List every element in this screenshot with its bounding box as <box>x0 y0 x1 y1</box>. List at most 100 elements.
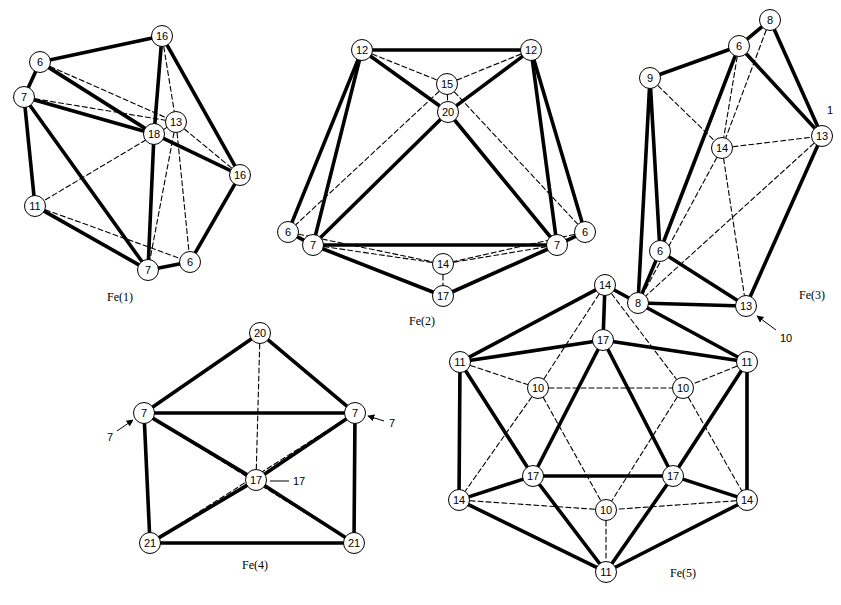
atom-circle: 20 <box>249 322 271 344</box>
atom-circle: 13 <box>735 295 757 317</box>
hidden-bond <box>724 57 737 137</box>
atom-circle: 17 <box>592 329 614 351</box>
polyhedron-label: Fe(5) <box>669 567 697 580</box>
atom-circle: 17 <box>522 465 544 487</box>
hidden-bond <box>605 521 606 561</box>
atom-circle: 10 <box>527 377 549 399</box>
bond-edge <box>195 185 234 253</box>
atom-circle: 17 <box>245 469 267 491</box>
bond-edge <box>455 121 550 237</box>
bond-edge <box>155 411 344 415</box>
atom-number: 13 <box>740 301 752 312</box>
atom-circle: 10 <box>595 499 617 521</box>
callout-number: 1 <box>826 104 834 116</box>
atom-circle: 7 <box>546 234 568 256</box>
atom-circle: 11 <box>736 351 758 373</box>
atom-circle: 8 <box>627 292 649 314</box>
atom-circle: 14 <box>594 274 616 296</box>
atom-circle: 21 <box>139 532 161 554</box>
bond-edge <box>145 424 150 532</box>
hidden-bond <box>643 158 717 294</box>
hidden-bond <box>543 398 600 501</box>
bond-edge <box>683 479 736 496</box>
atom-circle: 16 <box>151 25 173 47</box>
atom-number: 10 <box>532 383 544 394</box>
atom-circle: 14 <box>432 253 454 275</box>
atom-number: 13 <box>170 117 182 128</box>
hidden-bond <box>150 133 174 259</box>
atom-circle: 13 <box>165 111 187 133</box>
atom-number: 7 <box>352 408 358 419</box>
bond-edge <box>35 100 144 131</box>
atom-circle: 11 <box>595 561 617 583</box>
bond-edge <box>746 54 814 128</box>
atom-number: 20 <box>254 328 266 339</box>
bond-edge <box>155 47 161 123</box>
polyhedron-label: Fe(2) <box>408 315 436 328</box>
atom-number: 16 <box>156 31 168 42</box>
bond-edge <box>651 89 660 240</box>
polyhedron-label: Fe(3) <box>798 289 826 302</box>
bond-edge <box>750 146 817 296</box>
atom-number: 9 <box>647 73 653 84</box>
hidden-bond <box>442 275 443 285</box>
atom-number: 14 <box>741 495 753 506</box>
atom-circle: 6 <box>277 221 299 243</box>
hidden-bond <box>544 294 599 379</box>
hidden-bond <box>733 137 811 146</box>
bond-edge <box>457 57 522 106</box>
hidden-bond <box>159 419 345 537</box>
atom-number: 7 <box>145 265 151 276</box>
leader-line <box>270 481 289 482</box>
atom-number: 14 <box>453 495 465 506</box>
leader-arrow <box>368 416 384 421</box>
atom-number: 17 <box>250 475 262 486</box>
hidden-bond <box>256 344 259 469</box>
atom-circle: 6 <box>649 240 671 262</box>
atom-number: 14 <box>716 143 728 154</box>
bond-edge <box>268 340 346 406</box>
bond-edge <box>471 342 592 361</box>
bond-edge <box>153 339 251 407</box>
hidden-bond <box>549 387 672 388</box>
atom-circle: 6 <box>574 221 596 243</box>
bond-edge <box>612 485 666 563</box>
callout-number: 7 <box>106 431 114 443</box>
atom-circle: 14 <box>736 489 758 511</box>
hidden-bond <box>617 501 736 509</box>
atom-number: 10 <box>677 383 689 394</box>
atom-number: 10 <box>600 505 612 516</box>
bond-edge <box>371 56 439 105</box>
atom-circle: 6 <box>179 251 201 273</box>
atom-number: 7 <box>554 240 560 251</box>
atom-number: 6 <box>187 257 193 268</box>
atom-circle: 6 <box>29 51 51 73</box>
atom-circle: 12 <box>520 39 542 61</box>
bond-edge <box>567 237 575 241</box>
hidden-bond <box>726 30 766 137</box>
bond-edge <box>608 350 668 466</box>
hidden-bond <box>177 133 189 251</box>
bond-edge <box>534 61 582 222</box>
bond-edge <box>616 505 737 567</box>
bond-edge <box>540 485 600 563</box>
bond-edge <box>148 145 153 259</box>
atom-number: 8 <box>767 15 773 26</box>
bond-edge <box>164 139 230 171</box>
atom-circle: 7 <box>133 402 155 424</box>
bond-edge <box>373 48 520 52</box>
atom-number: 6 <box>657 246 663 257</box>
atom-circle: 11 <box>24 195 46 217</box>
bond-edge <box>30 106 141 261</box>
hidden-bond <box>153 419 344 537</box>
bond-edge <box>669 257 736 300</box>
hidden-bond <box>688 398 741 491</box>
atom-circle: 17 <box>662 465 684 487</box>
hidden-bond <box>45 210 179 259</box>
atom-circle: 17 <box>432 285 454 307</box>
bond-edge <box>664 56 735 240</box>
bond-edge <box>544 474 662 478</box>
bond-edge <box>470 290 596 357</box>
hidden-bond <box>455 92 578 224</box>
atom-circle: 11 <box>449 351 471 373</box>
